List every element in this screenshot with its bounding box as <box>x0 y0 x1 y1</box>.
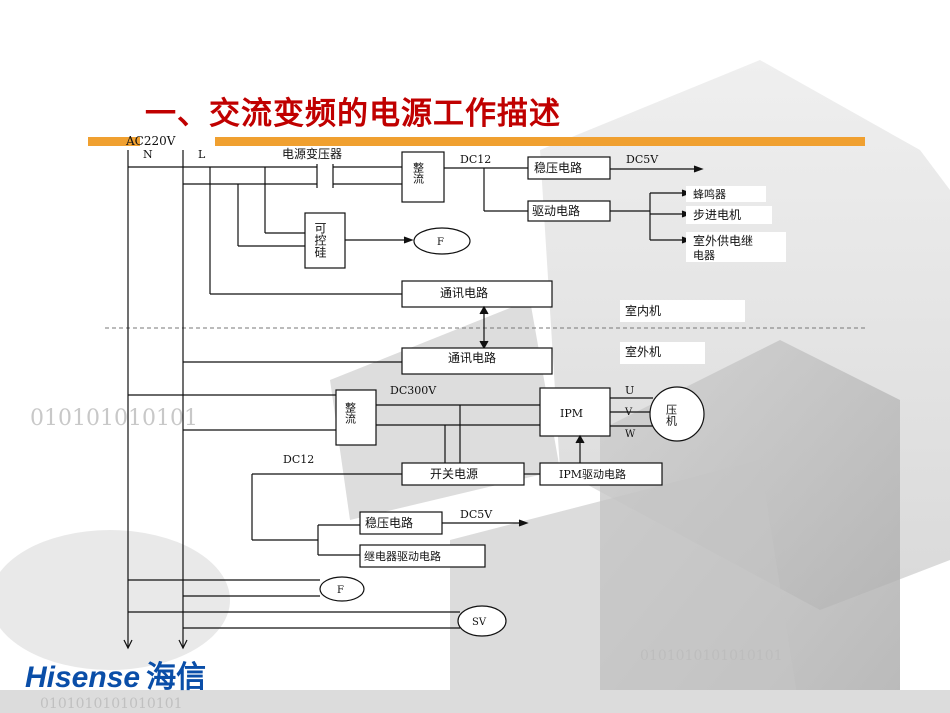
ipm-label: IPM <box>560 407 583 420</box>
indoor-regulator-label: 稳压电路 <box>534 160 582 175</box>
supply-label: AC220V <box>125 134 176 148</box>
indoor-fan-label: F <box>437 237 444 248</box>
bg-binary-2: 0101010101010101 <box>40 696 183 712</box>
bg-footer-strip <box>0 690 950 713</box>
compressor-label: 压机 <box>665 404 678 426</box>
fan-arrow <box>403 236 414 244</box>
outdoor-fan-label: F <box>337 585 344 596</box>
outdoor-fan-circle <box>319 576 365 602</box>
phase-v-label: V <box>624 407 633 418</box>
rail-n-arrow <box>123 639 133 650</box>
bg-binary-1: 010101010101 <box>30 406 198 431</box>
relay-label-1: 室外供电继 <box>693 233 753 248</box>
buzzer-label: 蜂鸣器 <box>693 187 726 201</box>
outdoor-comm-box <box>401 347 553 375</box>
indoor-rectifier-box <box>401 151 445 203</box>
supply-label-bg <box>120 146 190 164</box>
phase-u-label: U <box>625 384 634 397</box>
ipm-driver-arrow <box>575 434 585 444</box>
dc5v-arrow <box>693 165 704 173</box>
relay-driver-box <box>359 544 486 568</box>
stepper-label-bg <box>686 206 772 224</box>
indoor-dc12-label: DC12 <box>460 153 491 166</box>
indoor-fan-circle <box>413 227 471 255</box>
bg-butterfly <box>0 530 230 670</box>
outdoor-unit-label-bg <box>620 342 705 364</box>
rail-n-label: N <box>143 148 153 161</box>
outdoor-dc12-label: DC12 <box>283 453 314 466</box>
outdoor-rectifier-box <box>335 389 377 446</box>
rail-l-label: L <box>198 148 206 161</box>
outdoor-comm-label: 通讯电路 <box>448 350 496 365</box>
comm-link-arrow-down <box>479 340 489 350</box>
compressor-circle <box>649 386 705 442</box>
phase-w-label: W <box>625 429 636 440</box>
indoor-regulator-box <box>527 156 611 180</box>
indoor-unit-label: 室内机 <box>625 303 661 318</box>
bg-binary-3: 0101010101010101 <box>640 648 783 664</box>
outdoor-dc5v-label: DC5V <box>460 508 493 521</box>
relay-label-2: 电器 <box>693 249 715 262</box>
smps-label: 开关电源 <box>430 467 478 481</box>
sv-circle <box>457 605 507 637</box>
thyristor-label: 可控硅 <box>313 222 327 258</box>
outdoor-regulator-label: 稳压电路 <box>365 515 413 530</box>
outdoor-rectifier-label: 整流 <box>344 401 357 424</box>
indoor-comm-box <box>401 280 553 308</box>
outdoor-unit-label: 室外机 <box>625 344 661 359</box>
indoor-unit-label-bg <box>620 300 745 322</box>
dc300v-label: DC300V <box>390 384 437 397</box>
thyristor-box <box>304 212 346 269</box>
ipm-driver-label: IPM驱动电路 <box>559 468 626 481</box>
accent-bar-right <box>215 137 865 146</box>
bg-tower <box>450 460 800 713</box>
accent-bar-left <box>88 137 140 146</box>
indoor-comm-label: 通讯电路 <box>440 285 488 300</box>
logo-chinese: 海信 <box>146 660 207 695</box>
sv-label: SV <box>472 617 487 628</box>
relay-driver-label: 继电器驱动电路 <box>364 550 441 563</box>
buzzer-label-bg <box>686 186 766 202</box>
indoor-rectifier-label: 整流 <box>412 161 425 184</box>
rail-l-arrow <box>178 639 188 650</box>
transformer-label: 电源变压器 <box>282 146 342 161</box>
indoor-dc5v-label: DC5V <box>626 153 659 166</box>
slide-title: 一、交流变频的电源工作描述 <box>145 96 561 132</box>
indoor-driver-label: 驱动电路 <box>532 203 580 218</box>
logo-english: Hisense <box>25 661 141 694</box>
outdoor-dc5v-arrow <box>518 519 529 527</box>
relay-label-bg <box>686 232 786 262</box>
comm-link-arrow-up <box>479 305 489 315</box>
stepper-label: 步进电机 <box>693 208 741 222</box>
